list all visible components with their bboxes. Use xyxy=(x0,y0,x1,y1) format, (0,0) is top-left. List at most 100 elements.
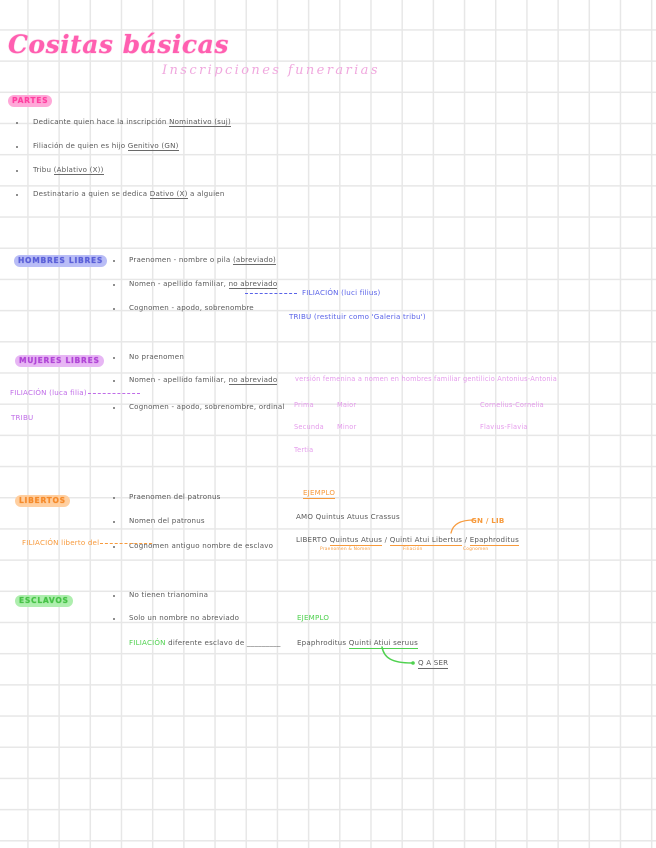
mujeres-filiacion: FILIACIÓN (luca filia) xyxy=(10,388,87,397)
partes-item-1: Filiación de quien es hijo Genitivo (GN) xyxy=(33,141,179,152)
esclavos-abbrev-text: Q A SER xyxy=(418,658,449,669)
hombres-tribu: TRIBU (restituir como 'Galeria tribu') xyxy=(289,312,426,321)
libertos-sublabel-1: Praenomen & Nomen xyxy=(320,547,371,552)
bullet-dot xyxy=(113,497,116,500)
bullet-dot xyxy=(16,146,19,149)
mujeres-item-1-term: no abreviado xyxy=(228,375,278,386)
mujeres-item-2-text: Cognomen - apodo, sobrenombre, ordinal xyxy=(129,402,285,411)
section-heading-hombres: HOMBRES LIBRES xyxy=(14,248,108,267)
mujeres-ordinal-2: Tertia xyxy=(294,446,314,454)
bullet-dot xyxy=(113,618,116,621)
esclavos-filiacion-line: FILIACIÓN diferente esclavo de _________ xyxy=(129,638,281,647)
mujeres-item-0: No praenomen xyxy=(129,352,184,361)
libertos-liberto-sep-2: / xyxy=(464,535,468,544)
hombres-filiacion-label: FILIACIÓN xyxy=(302,288,339,297)
libertos-filiacion: FILIACIÓN liberto del xyxy=(22,538,99,547)
esclavos-abbrev: Q A SER xyxy=(418,658,449,669)
hombres-item-2-text: Cognomen - apodo, sobrenombre xyxy=(129,303,254,312)
partes-item-1-term: Genitivo (GN) xyxy=(127,141,179,152)
esclavos-filiacion-rest: diferente esclavo de _________ xyxy=(168,638,281,647)
mujeres-item-2: Cognomen - apodo, sobrenombre, ordinal xyxy=(129,402,285,411)
bullet-dot xyxy=(113,260,116,263)
section-heading-mujeres: MUJERES LIBRES xyxy=(15,348,104,367)
libertos-amo-line: AMO Quintus Atuus Crassus xyxy=(296,512,400,521)
bullet-dot xyxy=(16,194,19,197)
hombres-filiacion-value: (luci filius) xyxy=(341,288,381,297)
mujeres-ordinal-1: Secunda xyxy=(294,423,324,431)
partes-item-0: Dedicante quien hace la inscripción Nomi… xyxy=(33,117,231,128)
hombres-item-0: Praenomen - nombre o pila (abreviado) xyxy=(129,255,277,266)
bullet-dot xyxy=(16,122,19,125)
esclavos-example-line: Epaphroditus Quinti Atiui seruus xyxy=(297,638,418,649)
section-heading-partes: PARTES xyxy=(8,88,53,107)
mujeres-item-1-text: Nomen - apellido familiar, xyxy=(129,375,229,384)
partes-item-3-text: Destinatario a quien se dedica xyxy=(33,189,150,198)
libertos-sublabel-3: Cognomen xyxy=(463,547,489,552)
page-title: Cositas básicas xyxy=(8,30,229,59)
partes-item-0-term: Nominativo (suj) xyxy=(169,117,231,128)
libertos-liberto-label: LIBERTO xyxy=(296,535,328,544)
section-heading-esclavos: ESCLAVOS xyxy=(15,588,73,607)
partes-chip-label: PARTES xyxy=(8,94,53,107)
partes-item-2-term: (Ablativo (X)) xyxy=(53,165,104,176)
libertos-filiacion-value: liberto del xyxy=(61,538,100,547)
mujeres-item-1: Nomen - apellido familiar, no abreviado xyxy=(129,375,278,386)
bullet-dot xyxy=(113,407,116,410)
libertos-callout-arrow-icon xyxy=(450,519,475,534)
esclavos-item-0: No tienen trianomina xyxy=(129,590,209,599)
hombres-item-0-term: (abreviado) xyxy=(232,255,277,266)
libertos-liberto-sep-1: / xyxy=(384,535,388,544)
esclavos-filiacion-label: FILIACIÓN xyxy=(129,638,166,647)
mujeres-example-0: Cornelius-Cornelia xyxy=(480,401,544,409)
partes-item-3-term: Dativo (X) xyxy=(149,189,188,200)
libertos-amo-label: AMO xyxy=(296,512,314,521)
libertos-item-0: Praenomen del patronus xyxy=(129,492,221,501)
mujeres-ordinal2-0: Maior xyxy=(337,401,357,409)
esclavos-example-name: Epaphroditus xyxy=(297,638,347,647)
hombres-item-2: Cognomen - apodo, sobrenombre xyxy=(129,303,254,312)
mujeres-note: versión femenina a nomen en hombres fami… xyxy=(295,375,557,383)
bullet-dot xyxy=(16,170,19,173)
partes-item-3-tail: a alguien xyxy=(187,189,225,198)
libertos-sublabel-2: Filiación xyxy=(403,547,423,552)
page-subtitle: Inscripciones funerarias xyxy=(162,63,380,78)
bullet-dot xyxy=(113,521,116,524)
mujeres-filiacion-connector xyxy=(88,393,140,394)
libertos-amo-value: Quintus Atuus Crassus xyxy=(315,512,400,521)
bullet-dot xyxy=(113,595,116,598)
hombres-chip-label: HOMBRES LIBRES xyxy=(14,254,108,267)
esclavos-arrow-icon xyxy=(381,646,415,665)
partes-item-0-text: Dedicante quien hace la inscripción xyxy=(33,117,170,126)
esclavos-chip-label: ESCLAVOS xyxy=(15,594,73,607)
mujeres-tribu-label: TRIBU xyxy=(11,413,34,422)
bullet-dot xyxy=(113,357,116,360)
hombres-tribu-label: TRIBU xyxy=(289,312,312,321)
partes-item-2-text: Tribu xyxy=(33,165,54,174)
libertos-liberto-line: LIBERTO Quintus Atuus / Quinti Atui Libe… xyxy=(296,535,519,546)
mujeres-example-1: Flavius-Flavia xyxy=(480,423,528,431)
section-heading-libertos: LIBERTOS xyxy=(15,488,70,507)
esclavos-example-heading: EJEMPLO xyxy=(297,613,330,622)
partes-item-3: Destinatario a quien se dedica Dativo (X… xyxy=(33,189,225,200)
libertos-item-1: Nomen del patronus xyxy=(129,516,205,525)
bullet-dot xyxy=(113,380,116,383)
mujeres-filiacion-label: FILIACIÓN xyxy=(10,388,47,397)
libertos-liberto-part-2: Quinti Atui Libertus xyxy=(389,535,463,546)
mujeres-filiacion-value: (luca filia) xyxy=(49,388,87,397)
libertos-liberto-part-3: Epaphroditus xyxy=(469,535,519,546)
esclavos-item-1: Solo un nombre no abreviado xyxy=(129,613,240,622)
hombres-tribu-value: (restituir como 'Galeria tribu') xyxy=(313,312,426,321)
hombres-item-1-text: Nomen - apellido familiar, xyxy=(129,279,229,288)
esclavos-example-rest: Quinti Atiui seruus xyxy=(348,638,418,649)
libertos-filiacion-label: FILIACIÓN xyxy=(22,538,59,547)
mujeres-chip-label: MUJERES LIBRES xyxy=(15,354,104,367)
libertos-example-heading: EJEMPLO xyxy=(303,488,336,499)
hombres-item-1: Nomen - apellido familiar, no abreviado xyxy=(129,279,278,290)
partes-item-1-text: Filiación de quien es hijo xyxy=(33,141,128,150)
hombres-item-1-term: no abreviado xyxy=(228,279,278,290)
hombres-item-0-text: Praenomen - nombre o pila xyxy=(129,255,233,264)
libertos-filiacion-connector xyxy=(100,543,152,544)
hombres-filiacion-connector xyxy=(245,293,297,294)
libertos-liberto-part-1: Quintus Atuus xyxy=(329,535,383,546)
